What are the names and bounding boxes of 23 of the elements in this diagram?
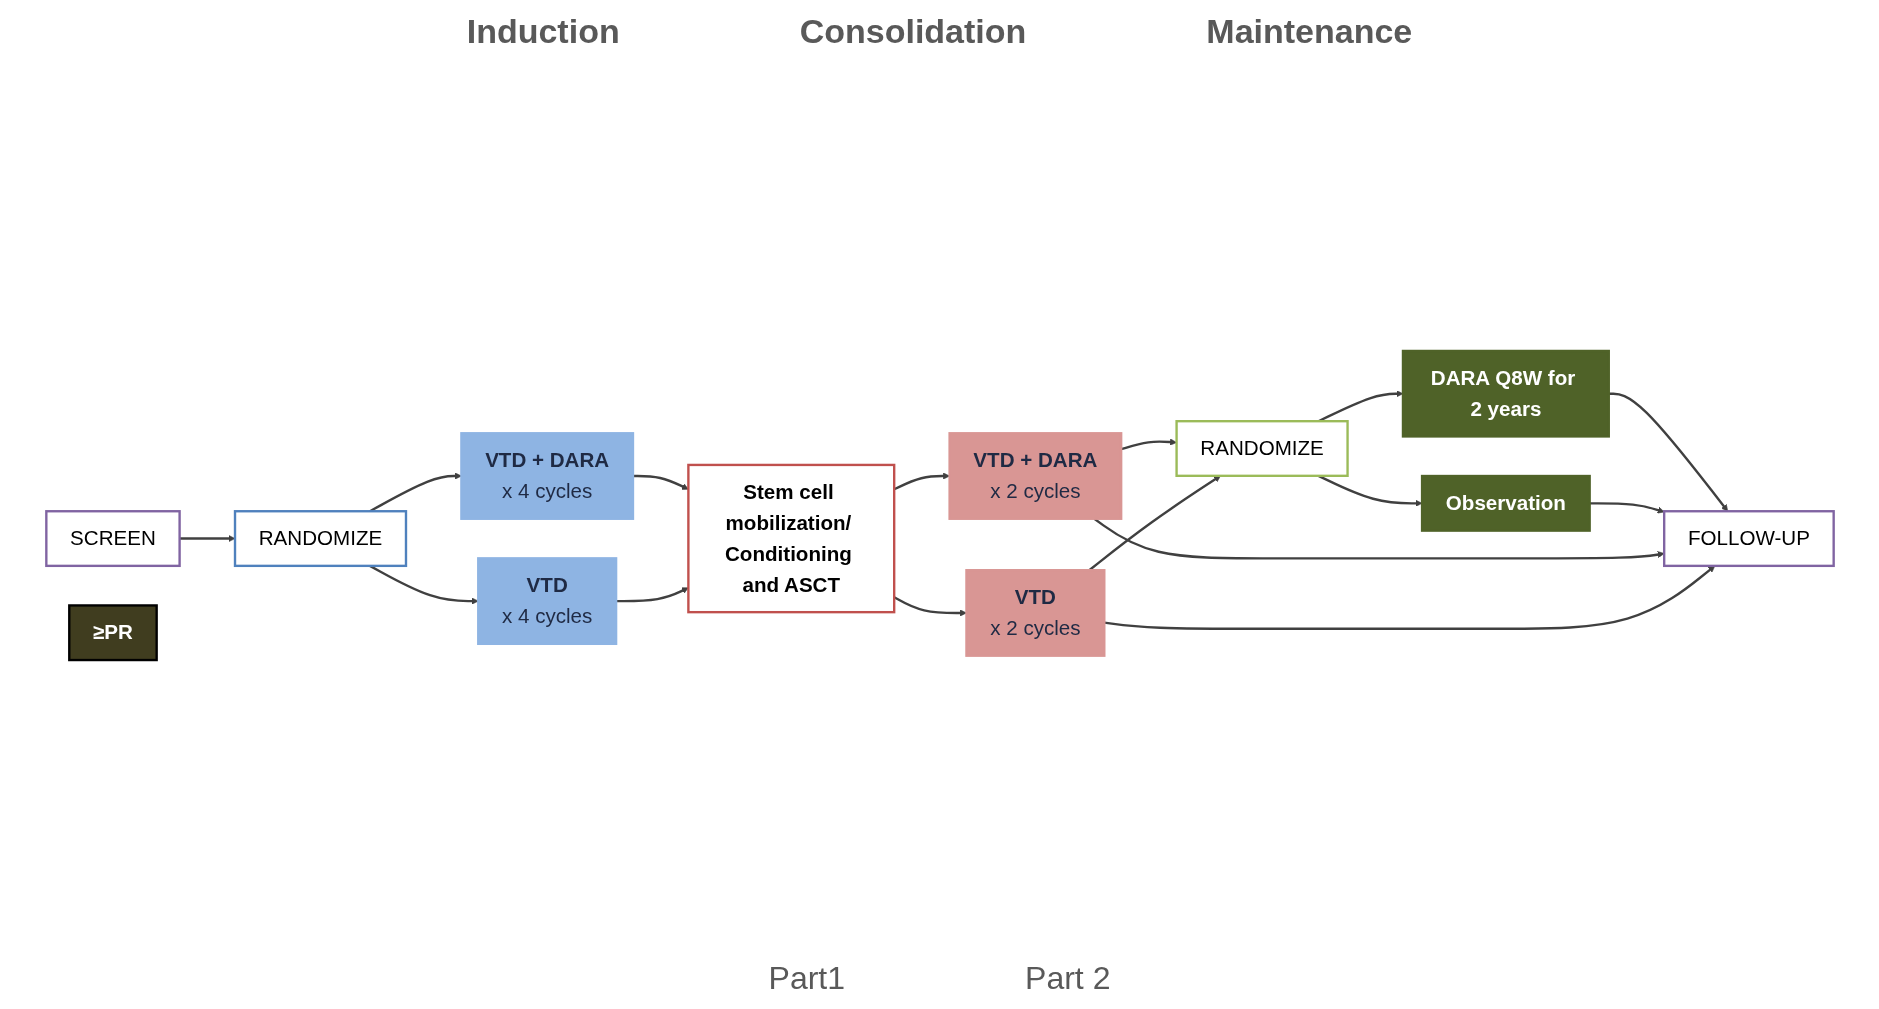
- arrow: [1103, 565, 1715, 630]
- node-box: DARA Q8W for 2 years: [1401, 349, 1610, 438]
- node-box: ≥PR: [67, 604, 158, 662]
- arrow: [893, 472, 950, 491]
- node-box: VTD + DARA x 2 cycles: [947, 432, 1122, 520]
- node-box: VTD x 4 cycles: [476, 557, 617, 645]
- node-box: RANDOMIZE: [233, 510, 407, 568]
- phase-heading: Maintenance: [1206, 12, 1413, 51]
- arrow: [1608, 392, 1728, 512]
- node-box: SCREEN: [44, 510, 181, 568]
- phase-heading: Induction: [466, 12, 620, 51]
- part-label: Part1: [768, 960, 846, 997]
- arrow: [1120, 438, 1177, 451]
- node-box: Stem cell mobilization/ Conditioning and ASCT: [686, 463, 895, 614]
- node-box: RANDOMIZE: [1174, 420, 1349, 477]
- node-box: VTD x 2 cycles: [964, 569, 1105, 657]
- phase-heading: Consolidation: [799, 12, 1027, 51]
- arrow: [179, 535, 235, 543]
- node-box: FOLLOW-UP: [1662, 510, 1835, 568]
- part-label: Part 2: [1025, 960, 1111, 997]
- node-box: VTD + DARA x 4 cycles: [459, 432, 634, 520]
- node-box: Observation: [1420, 474, 1591, 532]
- arrow: [1589, 502, 1664, 514]
